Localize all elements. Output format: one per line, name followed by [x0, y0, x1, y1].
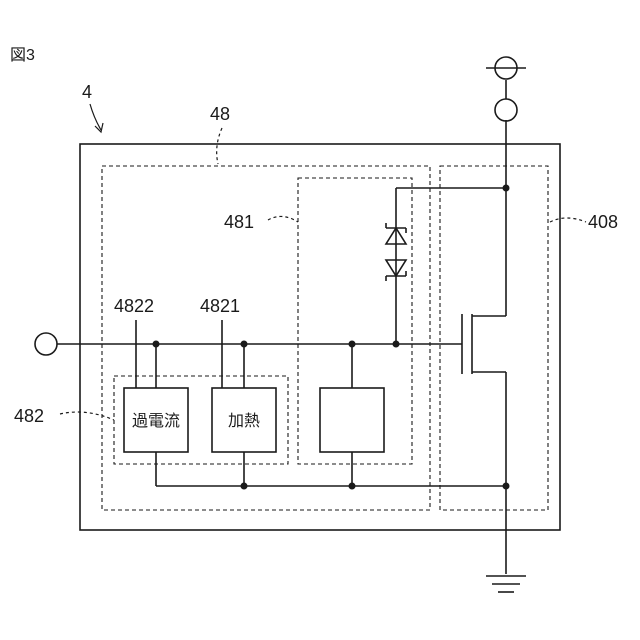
protection-block-leader	[268, 216, 298, 222]
protection-block-label: 481	[224, 212, 254, 232]
device-label: 4	[82, 82, 92, 102]
junction-dot	[349, 341, 356, 348]
switch-block-box	[440, 166, 548, 510]
mosfet-icon	[462, 314, 506, 374]
switch-block-leader	[550, 218, 586, 222]
control-block-box	[102, 166, 430, 510]
power-supply-icon	[486, 57, 526, 79]
junction-dot	[241, 341, 248, 348]
heat-block-text: 加熱	[228, 412, 260, 430]
device-box	[80, 144, 560, 530]
switch-block-label: 408	[588, 212, 618, 232]
protection-block-box	[298, 178, 412, 464]
device-arrow	[90, 104, 103, 132]
protection-inner-block	[320, 388, 384, 452]
figure-label: 図3	[10, 47, 35, 64]
heat-ref-label: 4821	[200, 296, 240, 316]
junction-dot	[241, 483, 248, 490]
ground-icon	[486, 576, 526, 592]
input-terminal	[35, 333, 57, 355]
detect-block-label: 482	[14, 406, 44, 426]
overcurrent-ref-label: 4822	[114, 296, 154, 316]
junction-dot	[349, 483, 356, 490]
junction-dot	[153, 341, 160, 348]
overcurrent-block-text: 過電流	[132, 412, 180, 430]
control-block-leader	[217, 128, 222, 164]
detect-block-leader	[60, 412, 114, 420]
drain-terminal	[495, 99, 517, 121]
control-block-label: 48	[210, 104, 230, 124]
